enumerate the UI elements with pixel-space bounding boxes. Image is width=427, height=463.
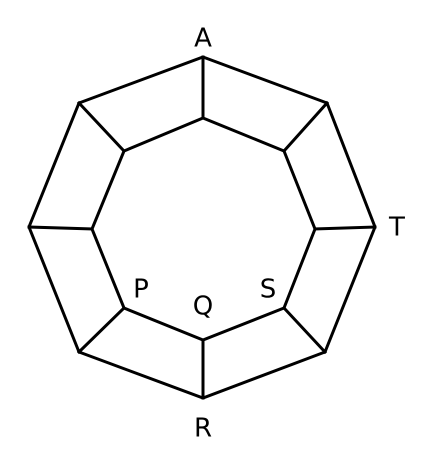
vertex-label-a: A <box>194 24 212 54</box>
spoke-bottom-right <box>281 305 328 355</box>
vertex-label-s: S <box>260 275 277 305</box>
connecting-spokes <box>27 55 377 400</box>
spoke-bottom-left <box>76 305 127 355</box>
vertex-label-q: Q <box>193 292 213 322</box>
vertex-label-r: R <box>194 414 212 444</box>
vertex-label-t: T <box>388 213 405 243</box>
vertex-label-p: P <box>133 275 149 305</box>
spoke-right <box>313 225 377 231</box>
spoke-top-left <box>76 100 127 154</box>
spoke-left <box>27 225 94 231</box>
spoke-top-right <box>281 100 330 154</box>
